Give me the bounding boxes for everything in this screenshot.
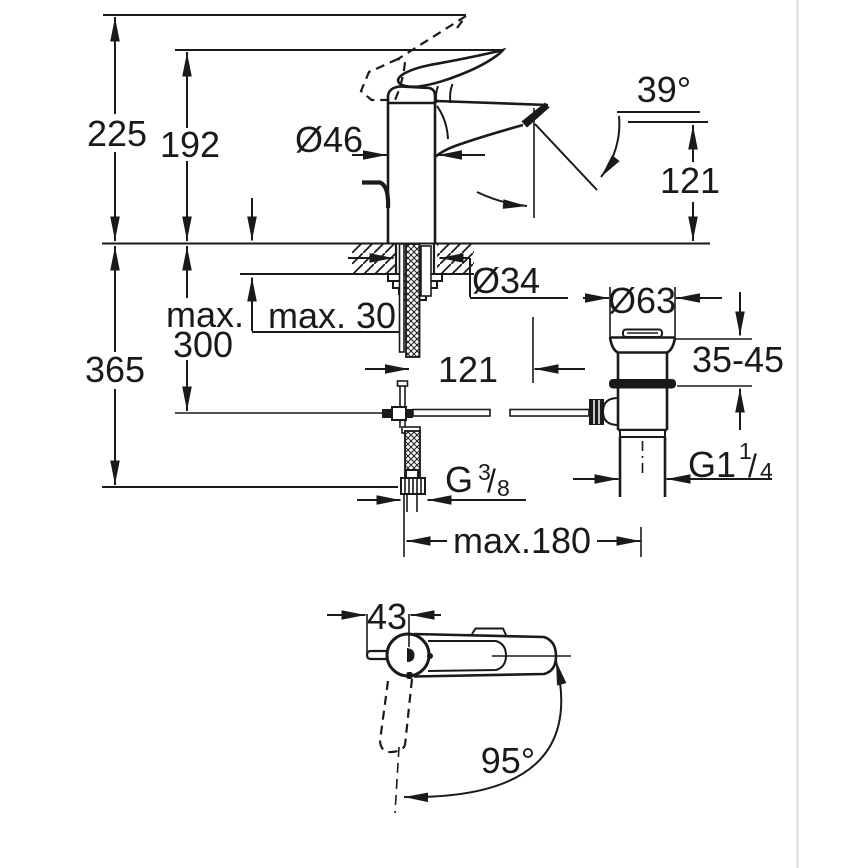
dim-label-body-diameter: Ø46 xyxy=(295,119,363,160)
faucet-side-view xyxy=(359,15,550,512)
dim-label-max-prefix: max. xyxy=(166,294,244,335)
waste-thread-numerator: 1 xyxy=(739,438,752,464)
supply-thread-numerator: 3 xyxy=(478,459,491,485)
dim-label-hose-length: 365 xyxy=(85,349,145,390)
supply-thread-slash: / xyxy=(487,463,496,499)
pop-up-waste-view xyxy=(509,328,677,497)
dim-label-spout-reach: 121 xyxy=(438,349,498,390)
supply-thread-denominator: 8 xyxy=(497,475,510,501)
dim-label-max-rod-depth: 300 xyxy=(173,324,233,365)
waste-thread-base: G1 xyxy=(688,444,736,485)
handle-top-view xyxy=(365,627,558,754)
dim-label-total-height: 225 xyxy=(87,113,147,154)
dimension-lines xyxy=(102,14,772,814)
dimension-labels: 225 192 Ø46 39° 121 Ø34 max. 300 max. 30… xyxy=(85,69,784,781)
dim-label-aerator-angle: 39° xyxy=(637,69,691,110)
dim-label-height-to-lever: 192 xyxy=(160,124,220,165)
countertop-section xyxy=(352,244,474,273)
dim-label-supply-thread: G 3 / 8 xyxy=(445,459,510,501)
supply-thread-base: G xyxy=(445,459,473,500)
dim-label-spout-offset: 43 xyxy=(367,596,407,637)
dim-label-waste-thread: G1 1 / 4 xyxy=(688,438,773,485)
dim-label-shank-diameter: Ø34 xyxy=(472,260,540,301)
dim-label-max-rod-reach: max.180 xyxy=(453,520,591,561)
dim-label-waste-deck-range: 35-45 xyxy=(692,339,784,380)
dim-label-max-deck-thickness: max. 30 xyxy=(268,295,396,336)
waste-thread-slash: / xyxy=(748,448,757,484)
dim-label-waste-flange-diameter: Ø63 xyxy=(608,280,676,321)
dim-label-spout-height: 121 xyxy=(660,160,720,201)
waste-thread-denominator: 4 xyxy=(760,458,773,484)
dim-label-swivel-angle: 95° xyxy=(481,740,535,781)
